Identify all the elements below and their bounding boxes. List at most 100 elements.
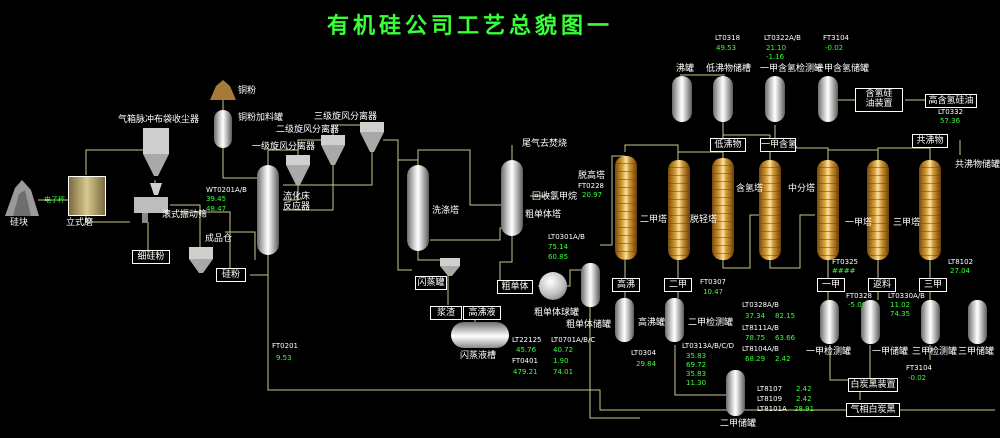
- label-fluid-bed: 流化床 反应器: [283, 192, 311, 212]
- low-boil-store-vessel[interactable]: [713, 76, 733, 122]
- monomethyl-h-box[interactable]: 一甲含氢: [760, 138, 798, 152]
- delight-column[interactable]: [712, 158, 734, 260]
- azeotrope-box[interactable]: 共沸物: [912, 134, 948, 148]
- h-column[interactable]: [759, 160, 781, 260]
- slurry-box[interactable]: 浆渣: [430, 306, 462, 320]
- pipe: [250, 262, 269, 276]
- value-ft0328: -5.00: [848, 301, 867, 309]
- dimethyl-column[interactable]: [668, 160, 690, 260]
- value-lt0701-1: 40.72: [553, 346, 574, 354]
- fluid-bed-reactor[interactable]: [257, 165, 279, 255]
- washing-tower[interactable]: [407, 165, 429, 251]
- dehigh-column[interactable]: [615, 156, 637, 260]
- high-boil-box[interactable]: 高沸: [612, 278, 640, 292]
- crude-storage-tank[interactable]: [581, 263, 600, 307]
- tag-lt0330: LT0330A/B: [888, 292, 925, 300]
- crude-ball-tank[interactable]: [539, 272, 567, 300]
- pipe: [222, 148, 260, 179]
- label-crude-ball-tank: 粗单体球罐: [534, 308, 580, 318]
- label-low-boil-store: 低沸物储槽: [706, 64, 752, 74]
- value-lt8104-2: 2.42: [775, 355, 791, 363]
- label-flash-liquid-tank: 闪蒸液槽: [460, 351, 497, 361]
- label-tm-check: 三甲检测罐: [912, 347, 958, 357]
- label-dimethyl-check: 二甲检测罐: [688, 318, 734, 328]
- silicon-powder-box[interactable]: 硅粉: [216, 268, 246, 282]
- boil-tank-vessel[interactable]: [672, 76, 692, 122]
- pipe: [769, 214, 815, 269]
- label-cyclone-2: 二级旋风分离器: [276, 125, 340, 135]
- high-boil-tank[interactable]: [615, 298, 634, 342]
- cyclone-3-icon: [360, 122, 384, 152]
- dimethyl-storage-tank[interactable]: [726, 370, 745, 416]
- pipe: [877, 147, 931, 160]
- tag-lt0701: LT0701A/B/C: [551, 336, 596, 344]
- value-lt0318: 49.53: [716, 44, 737, 52]
- reflux-box[interactable]: 返料: [868, 278, 896, 292]
- value-lt0301-2: 60.85: [548, 253, 569, 261]
- tag-lt0322: LT0322A/B: [764, 34, 801, 42]
- tag-lt0301: LT0301A/B: [548, 233, 585, 241]
- h-oil-device-box[interactable]: 含氢硅 油装置: [855, 88, 903, 112]
- label-high-boil-tank: 高沸罐: [638, 318, 666, 328]
- copper-tank-vessel: [214, 110, 232, 148]
- tag-lt8107: LT8107: [757, 385, 783, 393]
- trimethyl-box[interactable]: 三甲: [919, 278, 947, 292]
- pipe: [499, 235, 513, 280]
- tag-lt0304: LT0304: [631, 349, 657, 357]
- vibrating-screen-icon: [134, 183, 168, 223]
- mid-column[interactable]: [817, 160, 839, 260]
- mm-check-tank[interactable]: [820, 300, 839, 344]
- fumed-silica-box[interactable]: 气相白炭黑: [846, 403, 900, 417]
- value-lt22125: 45.76: [516, 346, 537, 354]
- tag-lt8104: LT8104A/B: [742, 345, 779, 353]
- value-wt0201-2: 48.47: [206, 205, 227, 213]
- label-crude-tower: 粗单体塔: [525, 210, 562, 220]
- tm-store-tank[interactable]: [968, 300, 987, 344]
- high-boil-liquid-box[interactable]: 高沸液: [463, 306, 501, 320]
- dimethyl-check-tank[interactable]: [665, 298, 684, 342]
- label-mh-check: 一甲含氢检测罐: [760, 64, 824, 74]
- value-ft0401: 479.21: [513, 368, 538, 376]
- crude-monomer-box[interactable]: 粗单体: [497, 280, 533, 294]
- pipe: [624, 144, 679, 158]
- tag-ft3104-a: FT3104: [823, 34, 849, 42]
- dimethyl-box[interactable]: 二甲: [664, 278, 692, 292]
- label-mid-tower: 中分塔: [788, 184, 816, 194]
- tag-lt0318: LT0318: [715, 34, 741, 42]
- low-boil-box[interactable]: 低沸物: [710, 138, 746, 152]
- mh-store-vessel[interactable]: [818, 76, 838, 122]
- label-tail-gas: 尾气去焚烧: [522, 139, 568, 149]
- pipe: [722, 214, 760, 269]
- value-ft0307: 10.47: [703, 288, 724, 296]
- label-mh-store: 一甲含氢储罐: [815, 64, 870, 74]
- cyclone-2-icon: [321, 135, 345, 165]
- pipe: [283, 148, 373, 186]
- monomethyl-box[interactable]: 一甲: [817, 278, 845, 292]
- tag-lt8109: LT8109: [757, 395, 783, 403]
- mh-check-vessel[interactable]: [765, 76, 785, 122]
- mm-store-tank[interactable]: [861, 300, 880, 344]
- pipe: [225, 231, 256, 260]
- pipe: [180, 211, 231, 270]
- carbon-black-device-box[interactable]: 白炭黑装置: [848, 378, 898, 392]
- flash-liquid-tank[interactable]: [451, 322, 509, 348]
- monomethyl-column[interactable]: [867, 160, 889, 260]
- crude-monomer-tower[interactable]: [501, 160, 523, 236]
- pipe: [283, 182, 299, 201]
- pipe: [827, 149, 879, 160]
- flash-tank-box[interactable]: 闪蒸罐: [415, 276, 447, 290]
- value-lt0304: 29.84: [636, 360, 657, 368]
- tag-lt0332: LT0332: [938, 108, 964, 116]
- label-vibrating-screen: 滚式振动筛: [162, 210, 208, 220]
- tag-lt0313: LT0313A/B/C/D: [682, 342, 734, 350]
- trimethyl-column[interactable]: [919, 160, 941, 260]
- fine-silicon-box[interactable]: 细硅粉: [132, 250, 170, 264]
- value-lt8111-1: 78.75: [745, 334, 766, 342]
- value-lt0328-1: 37.34: [745, 312, 766, 320]
- value-lt0313-4: 11.30: [686, 379, 707, 387]
- pipe: [677, 151, 724, 160]
- value-lt0328-2: 82.15: [775, 312, 796, 320]
- high-h-oil-box[interactable]: 高含氢硅油: [925, 94, 977, 108]
- tm-check-tank[interactable]: [921, 300, 940, 344]
- tag-wt0201: WT0201A/B: [206, 186, 247, 194]
